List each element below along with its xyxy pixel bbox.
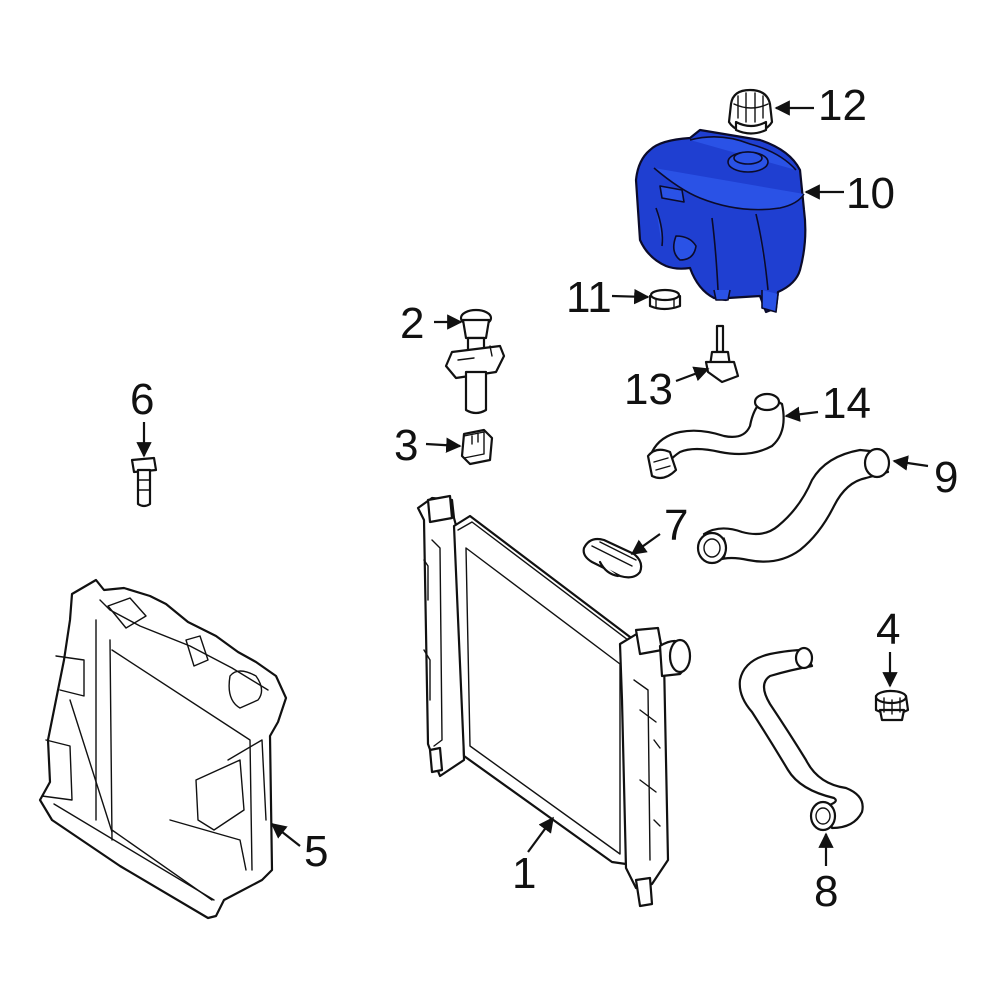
- callout-2: 2: [400, 299, 424, 348]
- callout-8: 8: [814, 867, 838, 916]
- radiator-part: [416, 494, 692, 908]
- callout-14: 14: [822, 379, 871, 428]
- callout-9: 9: [934, 453, 958, 502]
- callout-4: 4: [876, 605, 900, 654]
- mount-grommet-part: [874, 689, 910, 722]
- upper-hose-part: [646, 392, 785, 480]
- level-sensor-part: [704, 324, 740, 384]
- leader-3: [425, 437, 462, 453]
- radiator-support-part: [38, 578, 288, 920]
- leader-14: [784, 406, 819, 422]
- leader-11: [611, 288, 650, 305]
- drain-valve-part: [444, 308, 506, 415]
- hose-adapter-part: [582, 537, 643, 579]
- bypass-hose-part: [738, 646, 864, 832]
- callout-labels: 1 2 3 4 5 6 7 8 9 10 11 12 13 14: [130, 81, 958, 916]
- callout-3: 3: [394, 421, 418, 470]
- leader-13: [675, 366, 710, 383]
- callout-7: 7: [664, 501, 688, 550]
- callout-1: 1: [512, 849, 536, 898]
- bolt-part: [130, 456, 158, 508]
- callout-6: 6: [130, 375, 154, 424]
- leader-9: [892, 455, 929, 471]
- callout-11: 11: [566, 273, 612, 322]
- clip-part: [460, 428, 494, 466]
- leader-1: [527, 816, 554, 853]
- reservoir-cap-part: [727, 88, 774, 135]
- expansion-tank-part: [634, 128, 807, 314]
- lower-radiator-hose-part: [696, 447, 891, 565]
- callout-10: 10: [846, 169, 895, 218]
- callout-5: 5: [304, 827, 328, 876]
- leader-5: [270, 823, 301, 847]
- grommet-part: [648, 288, 682, 311]
- leader-lines: [136, 100, 929, 866]
- leader-7: [630, 533, 661, 555]
- callout-13: 13: [624, 365, 673, 414]
- callout-12: 12: [818, 81, 867, 130]
